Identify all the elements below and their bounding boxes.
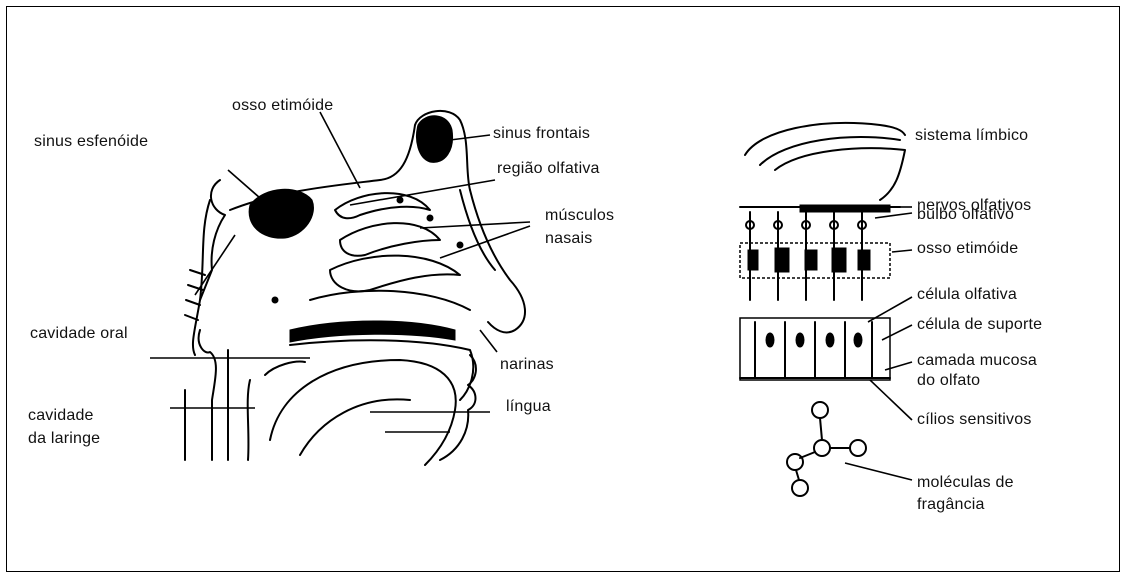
label-lingua: língua — [506, 398, 551, 416]
label-cavidade-laringe-1: cavidade — [28, 407, 94, 425]
label-sistema-limbico: sistema límbico — [915, 127, 1028, 145]
nasal-cavity-drawing — [150, 111, 525, 465]
label-musculos: músculos — [545, 207, 614, 225]
label-regiao-olfativa: região olfativa — [497, 160, 600, 178]
label-narinas: narinas — [500, 356, 554, 374]
label-sinus-frontais: sinus frontais — [493, 125, 590, 143]
label-camada-mucosa-1: camada mucosa — [917, 352, 1037, 370]
label-camada-mucosa-2: do olfato — [917, 372, 980, 390]
label-moleculas-2: fragância — [917, 496, 985, 514]
label-nasais: nasais — [545, 230, 592, 248]
label-cilios-sensitivos: cílios sensitivos — [917, 411, 1032, 429]
label-moleculas-1: moléculas de — [917, 474, 1014, 492]
label-osso-etmoide: osso etimóide — [232, 97, 333, 115]
left-leader-lines — [195, 112, 530, 352]
label-cavidade-oral: cavidade oral — [30, 325, 128, 343]
label-cavidade-laringe-2: da laringe — [28, 430, 100, 448]
olfactory-layers-drawing — [740, 123, 905, 496]
label-sinus-esfenoide: sinus esfenóide — [34, 133, 148, 151]
label-celula-suporte: célula de suporte — [917, 316, 1042, 334]
label-osso-etmoide-right: osso etimóide — [917, 240, 1018, 258]
label-celula-olfativa: célula olfativa — [917, 286, 1017, 304]
label-bulbo: bulbo olfativo — [917, 206, 1014, 224]
